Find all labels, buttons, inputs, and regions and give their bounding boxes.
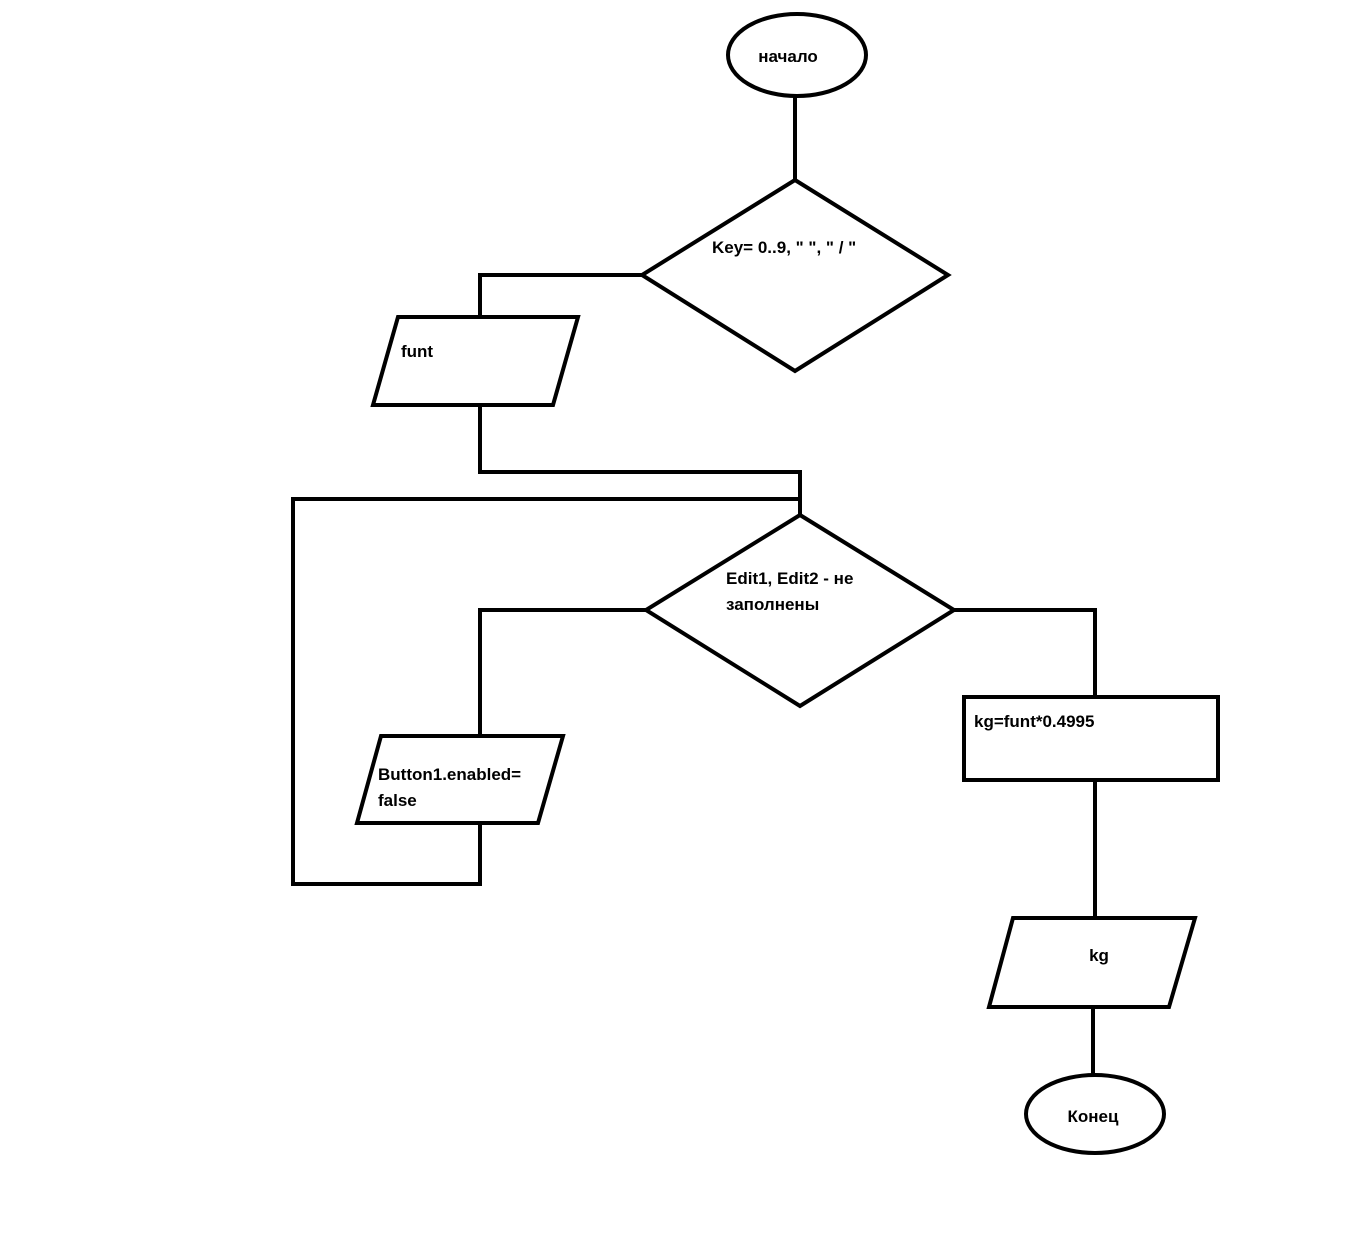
calc-label: kg=funt*0.4995 (974, 712, 1094, 731)
end-terminator: Конец (1024, 1073, 1166, 1155)
kg-parallelogram (986, 916, 1198, 1009)
edit-decision: Edit1, Edit2 - не заполнены (642, 512, 958, 709)
start-label: начало (758, 47, 818, 66)
button-label-line1: Button1.enabled= (378, 765, 521, 784)
key-decision-label: Key= 0..9, " ", " / " (712, 238, 856, 257)
connector-edit-to-calc (952, 608, 1097, 699)
edit-decision-label-line1: Edit1, Edit2 - не (726, 569, 853, 588)
funt-parallelogram (370, 315, 581, 407)
connector-loop-back (291, 497, 802, 886)
end-ellipse (1024, 1073, 1166, 1155)
edit-decision-label-line2: заполнены (726, 595, 819, 614)
button-parallelogram (354, 734, 566, 825)
kg-label: kg (1089, 946, 1109, 965)
connector-key-to-funt (478, 273, 644, 319)
key-decision: Key= 0..9, " ", " / " (638, 177, 952, 374)
end-label: Конец (1068, 1107, 1119, 1126)
funt-input: funt (370, 315, 581, 407)
edit-decision-diamond (642, 512, 958, 709)
connectors (291, 94, 1097, 1077)
key-decision-diamond (638, 177, 952, 374)
start-ellipse (726, 12, 868, 98)
connector-edit-to-button (478, 608, 648, 738)
calc-rectangle (962, 695, 1220, 782)
start-terminator: начало (726, 12, 868, 98)
kg-output: kg (986, 916, 1198, 1009)
calc-process: kg=funt*0.4995 (962, 695, 1220, 782)
button-label-line2: false (378, 791, 417, 810)
connector-funt-to-edit (478, 403, 802, 517)
funt-label: funt (401, 342, 433, 361)
button-output: Button1.enabled= false (354, 734, 566, 825)
